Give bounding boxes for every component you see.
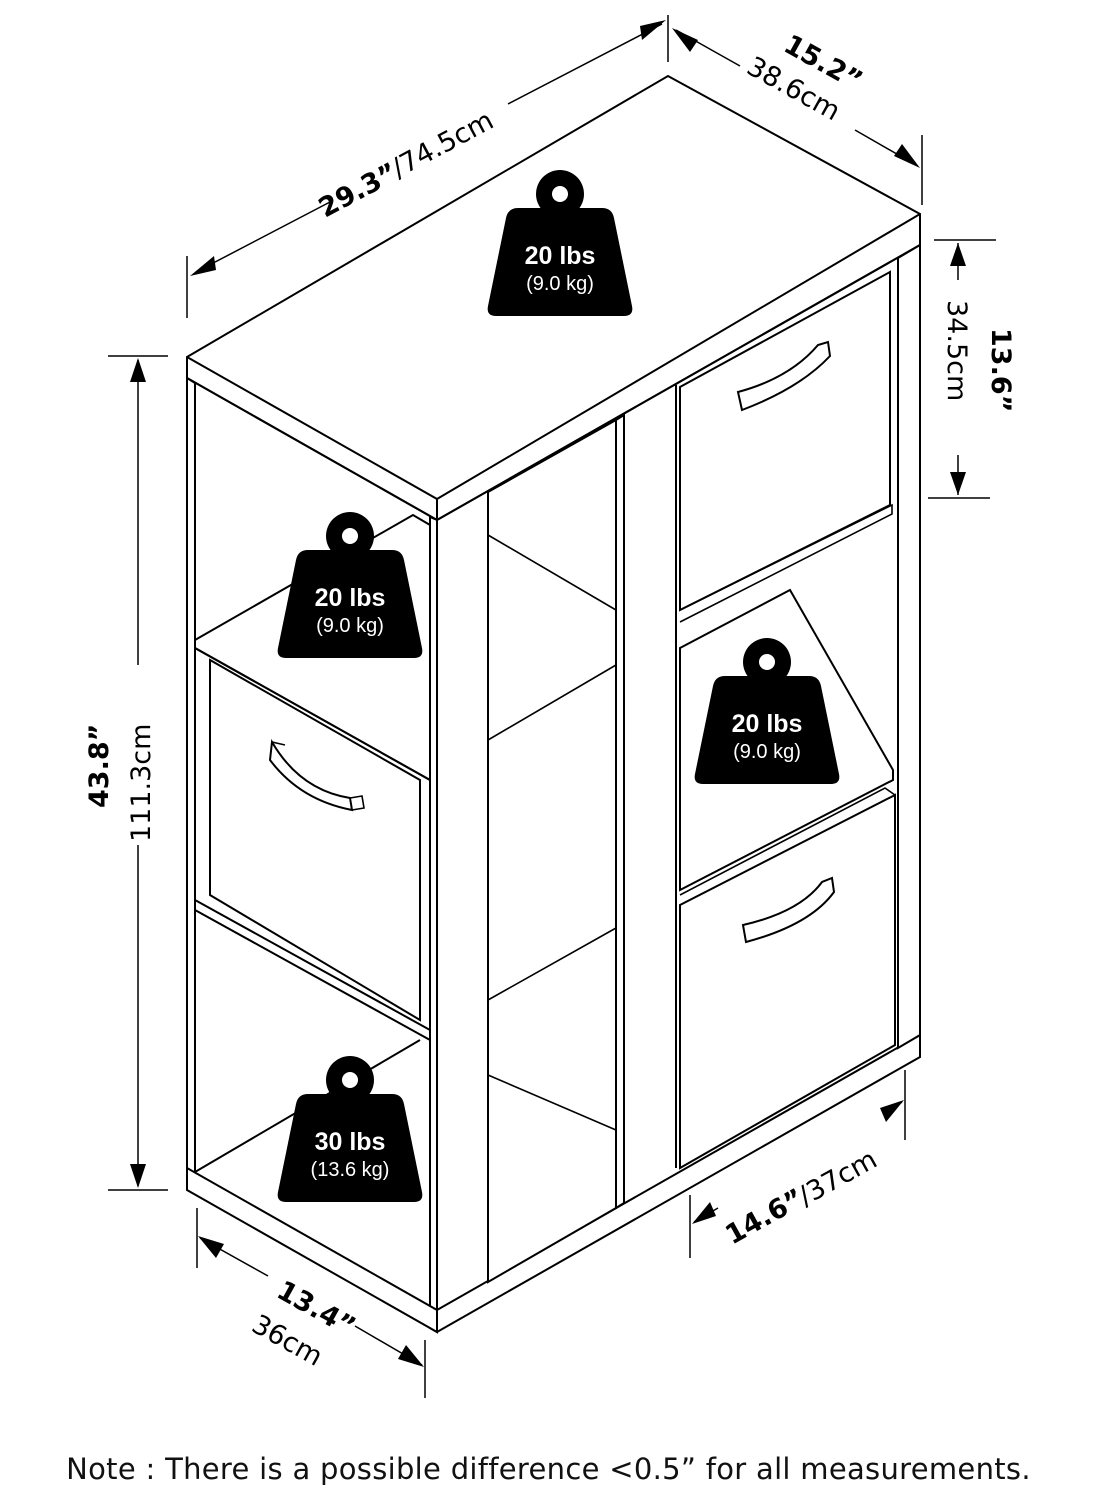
cube-height-inches-label: 13.6” (985, 328, 1016, 412)
weight-top-lbs: 20 lbs (525, 242, 596, 270)
left-fabric-drawer (209, 658, 421, 1022)
left-side-panel (186, 376, 196, 1185)
width-inches-label: 29.3” (314, 157, 403, 224)
right-bottom-fabric-drawer (679, 787, 896, 1170)
front-left-post (429, 515, 438, 1334)
right-bottom-drawer-handle (741, 876, 836, 944)
weight-left-middle-lbs: 20 lbs (315, 584, 386, 612)
cube-height-cm-label: 34.5cm (941, 300, 972, 401)
measurement-note: Note : There is a possible difference <0… (66, 1452, 1031, 1486)
center-divider (487, 418, 617, 1284)
cube-width-inches-label: 14.6” (720, 1183, 809, 1251)
cube-height-dimension: 13.6” 34.5cm (928, 239, 1016, 499)
height-cm-label: 111.3cm (126, 724, 157, 842)
right-side-panel (897, 243, 921, 1050)
width-cm-label: /74.5cm (387, 105, 499, 184)
weight-right-middle-kg: (9.0 kg) (733, 741, 801, 763)
weight-icon-top: 20 lbs (9.0 kg) (487, 170, 633, 316)
weight-icon-right-middle: 20 lbs (9.0 kg) (694, 638, 840, 784)
weight-icon-left-middle: 20 lbs (9.0 kg) (277, 512, 423, 658)
height-inches-label: 43.8” (84, 724, 115, 808)
weight-left-middle-kg: (9.0 kg) (316, 615, 384, 637)
right-top-drawer-handle (736, 340, 832, 412)
cube-width-cm-label: /37cm (793, 1144, 882, 1212)
right-top-fabric-drawer (679, 270, 893, 623)
weight-right-middle-lbs: 20 lbs (732, 710, 803, 738)
weight-left-bottom-lbs: 30 lbs (315, 1128, 386, 1156)
weight-top-kg: (9.0 kg) (526, 273, 594, 295)
weight-icon-left-bottom: 30 lbs (13.6 kg) (277, 1056, 423, 1202)
weight-left-bottom-kg: (13.6 kg) (311, 1159, 390, 1181)
height-dimension: 43.8” 111.3cm (84, 355, 168, 1191)
